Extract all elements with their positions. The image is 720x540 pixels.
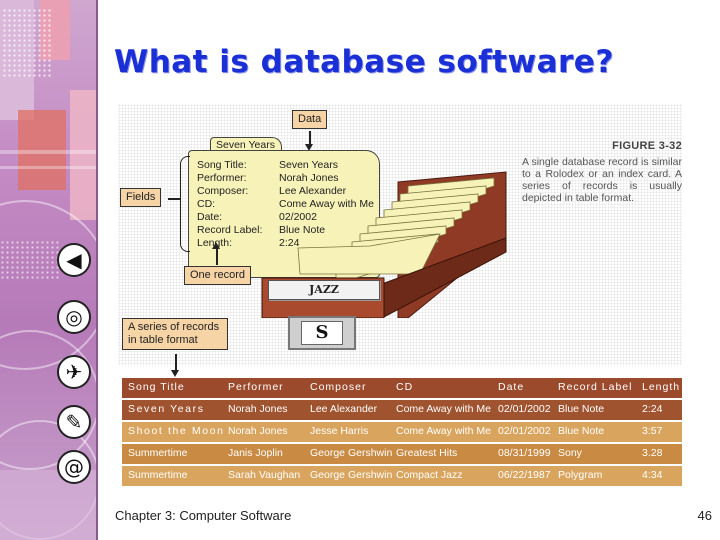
cd-icon: ◎ [57,300,91,334]
card-field-label: Record Label: [197,224,262,236]
table-cell: 08/31/1999 [498,447,551,459]
card-field-label: Date: [197,211,222,223]
letter-s-label: S [301,321,343,345]
letter-s-tab: S [288,316,356,350]
table-cell: George Gershwin [310,447,392,459]
table-cell: Sarah Vaughan [228,469,300,481]
table-cell: 06/22/1987 [498,469,551,481]
table-cell: Norah Jones [228,403,288,415]
card-field-label: Composer: [197,185,248,197]
column-header: Composer [310,381,366,393]
ear-icon: ◀ [57,243,91,277]
table-cell: Polygram [558,469,602,481]
table-cell: Come Away with Me [396,403,491,415]
airplane-icon: ✈ [57,355,91,389]
column-header: Record Label [558,381,632,393]
table-cell: 3.28 [642,447,662,459]
table-cell: Jesse Harris [310,425,368,437]
table-cell: Lee Alexander [310,403,377,415]
table-cell: Greatest Hits [396,447,457,459]
one-record-arrow [216,247,218,265]
table-cell: 02/01/2002 [498,425,551,437]
fields-callout: Fields [120,188,161,207]
table-cell: Come Away with Me [396,425,491,437]
table-cell: Blue Note [558,403,604,415]
table-row: Seven Years Norah Jones Lee Alexander Co… [122,400,682,420]
data-callout: Data [292,110,327,129]
column-header: Performer [228,381,284,393]
table-cell: Norah Jones [228,425,288,437]
table-cell: 4:34 [642,469,662,481]
card-field-label: Performer: [197,172,247,184]
slide-title: What is database software? [114,44,674,80]
series-callout: A series of records in table format [122,318,228,350]
page-number: 46 [698,508,712,523]
table-cell: 02/01/2002 [498,403,551,415]
table-row: Shoot the Moon Norah Jones Jesse Harris … [122,422,682,442]
table-cell: Seven Years [128,403,205,415]
at-sign-icon: @ [57,450,91,484]
table-cell: Janis Joplin [228,447,283,459]
one-record-callout: One record [184,266,251,285]
card-field-label: Song Title: [197,159,247,171]
fields-brace [180,156,190,252]
table-cell: Blue Note [558,425,604,437]
caption-text: A single database record is similar to a… [522,156,682,204]
fields-connector [168,198,181,200]
table-cell: 3:57 [642,425,662,437]
figure-number: FIGURE 3-32 [522,140,682,153]
data-arrow [309,131,311,145]
column-header: Song Title [128,381,185,393]
table-cell: Summertime [128,469,188,481]
sidebar-divider [96,0,98,540]
table-row: Summertime Janis Joplin George Gershwin … [122,444,682,464]
table-cell: Shoot the Moon [128,425,225,437]
records-table: Song Title Performer Composer CD Date Re… [122,378,682,486]
figure-caption: FIGURE 3-32 A single database record is … [522,140,682,204]
slide-footer: Chapter 3: Computer Software [115,508,291,523]
table-row: Summertime Sarah Vaughan George Gershwin… [122,466,682,486]
card-field-label: CD: [197,198,215,210]
table-cell: Summertime [128,447,188,459]
table-cell: George Gershwin [310,469,392,481]
table-cell: Sony [558,447,582,459]
column-header: Length [642,381,680,393]
column-header: CD [396,381,413,393]
database-figure: Data Seven Years Song Title: Seven Years… [118,104,682,488]
table-header-row: Song Title Performer Composer CD Date Re… [122,378,682,398]
pen-icon: ✎ [57,405,91,439]
table-cell: 2:24 [642,403,662,415]
one-record-arrow-tip [212,242,220,249]
jazz-label: JAZZ [268,280,380,300]
table-cell: Compact Jazz [396,469,463,481]
column-header: Date [498,381,524,393]
series-arrow-tip [171,370,179,377]
